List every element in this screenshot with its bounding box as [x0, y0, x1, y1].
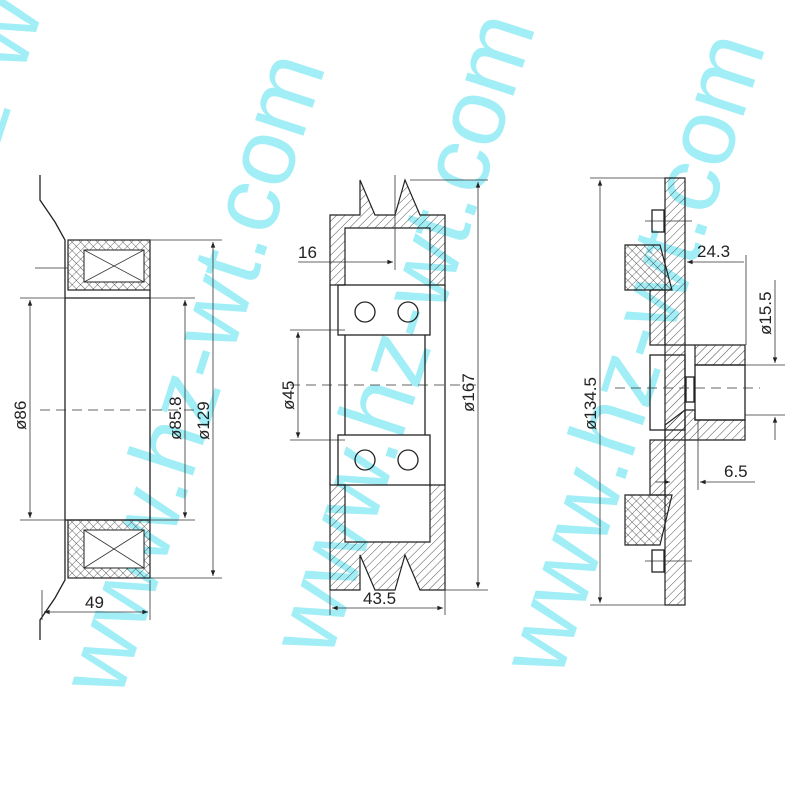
dim-coil-outer-dia: ø129 — [194, 401, 213, 440]
dim-coil-inner-dia2: ø85.8 — [166, 397, 185, 440]
watermark-text: www.hz-wt.com — [0, 0, 136, 427]
dim-bearing-dia: ø45 — [279, 381, 298, 410]
dim-hub-depth: 24.3 — [697, 242, 730, 261]
dim-hub-step: 6.5 — [724, 462, 748, 481]
coil-view: ø86 ø85.8 ø129 49 — [11, 175, 222, 640]
dim-hub-bore-dia: ø15.5 — [756, 292, 775, 335]
dim-pulley-width: 43.5 — [363, 589, 396, 608]
pulley-view: 16 ø45 ø167 43.5 — [279, 175, 488, 615]
hub-view: ø134.5 24.3 ø15.5 6.5 — [581, 177, 785, 606]
dim-pulley-offset: 16 — [298, 243, 317, 262]
dim-hub-outer-dia: ø134.5 — [581, 377, 600, 430]
dim-pulley-outer-dia: ø167 — [459, 373, 478, 412]
dim-coil-inner-dia: ø86 — [11, 401, 30, 430]
dim-coil-width: 49 — [85, 593, 104, 612]
